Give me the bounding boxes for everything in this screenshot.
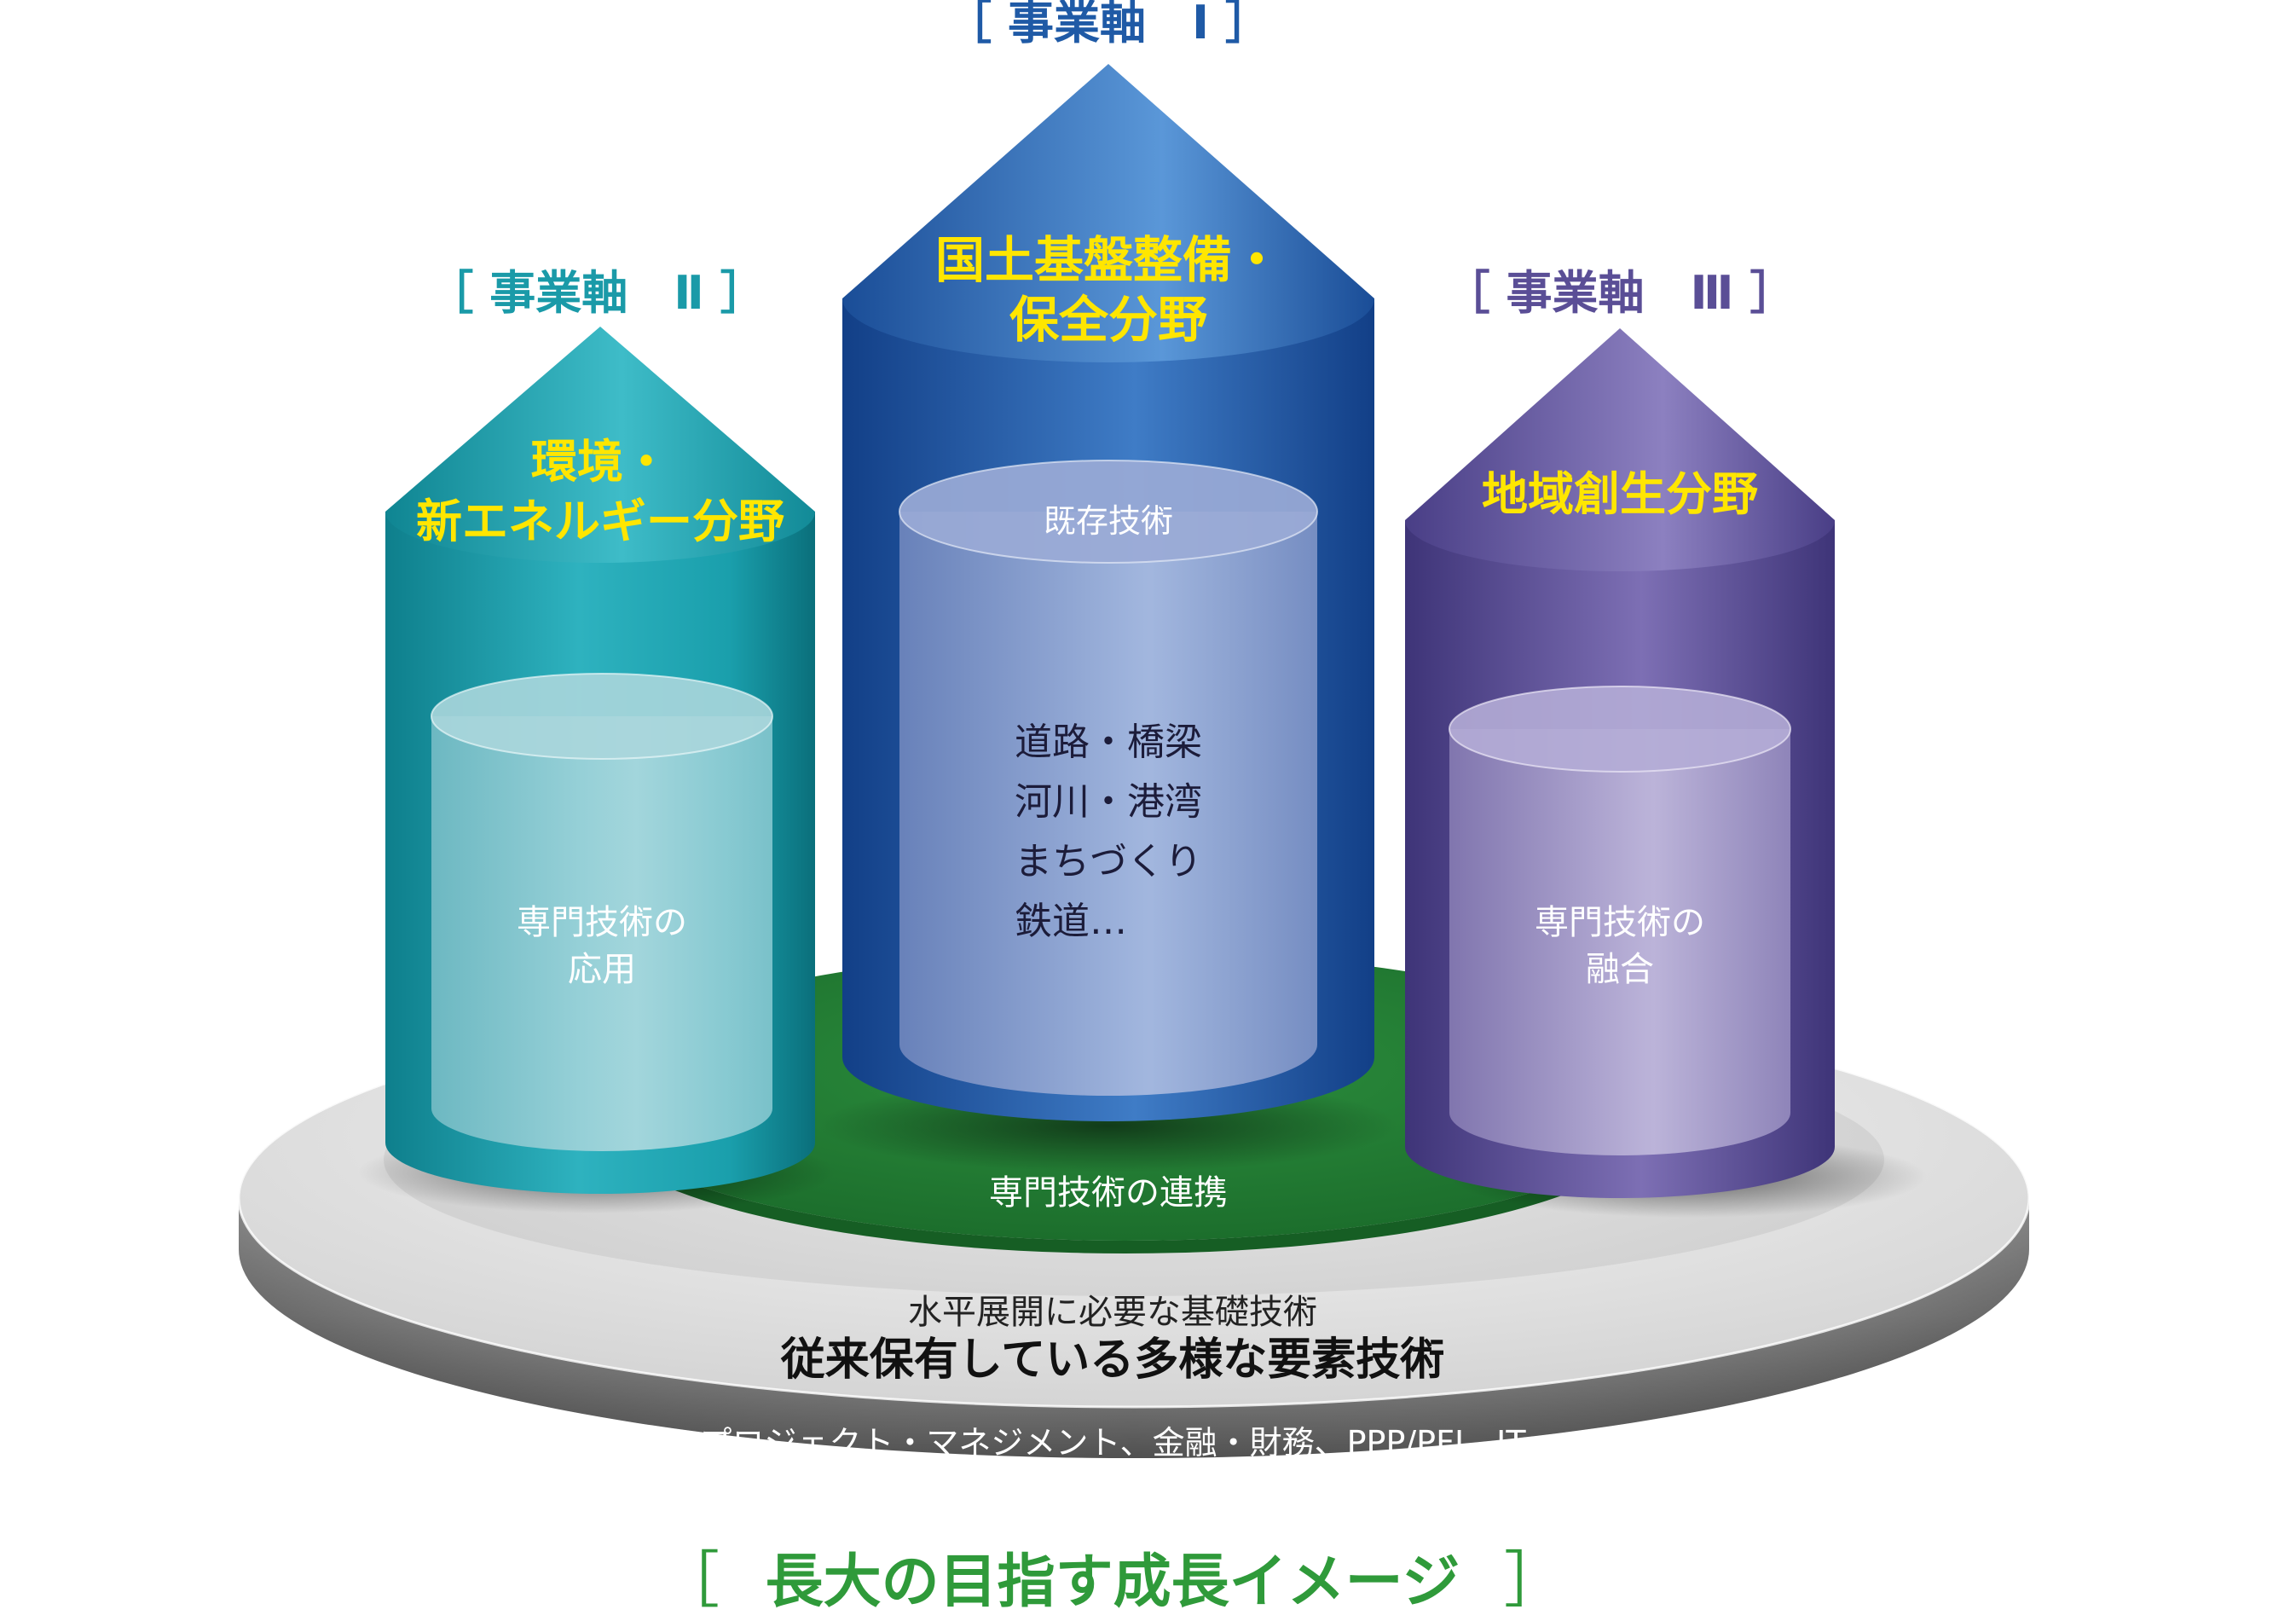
axis1-inner-item-4: 鉄道… (1015, 900, 1127, 943)
caption-bracket-open: ［ (658, 1544, 720, 1616)
axis2-cylinder (385, 327, 815, 1194)
axis2-heading: ［ 事業軸 Ⅱ ］ (427, 266, 766, 320)
axis2-inner-line2: 応用 (568, 950, 636, 989)
base-line3: プロジェクト・マネジメント、金融・財務、PPP/PFI、IT (699, 1424, 1526, 1462)
base-line1: 水平展開に必要な基礎技術 (908, 1293, 1317, 1332)
axis1-inner-item-1: 道路・橋梁 (1015, 721, 1202, 764)
caption-bracket-close: ］ (1504, 1544, 1565, 1616)
caption: ［ 長大の目指す成長イメージ ］ (658, 1544, 1565, 1616)
caption-title: 長大の目指す成長イメージ (766, 1549, 1460, 1616)
axis1-inner-cylinder (899, 460, 1318, 1096)
axis2-inner-cylinder (431, 673, 773, 1151)
axis1-inner-title: 既存技術 (1044, 502, 1173, 540)
axis3-cylinder (1405, 328, 1835, 1198)
axis3-heading: ［ 事業軸 Ⅲ ］ (1444, 266, 1796, 320)
base-line2: 従来保有している多様な要素技術 (780, 1334, 1444, 1386)
axis1-inner-item-2: 河川・港湾 (1015, 780, 1202, 824)
axis2-field-line2: 新エネルギー分野 (416, 495, 784, 548)
axis2-field-line1: 環境・ (531, 435, 669, 489)
axis1-cylinder (842, 64, 1374, 1121)
axis3-field-line1: 地域創生分野 (1482, 467, 1758, 521)
axis1-field-line2: 保全分野 (1009, 291, 1207, 349)
axis3-inner-line1: 専門技術の (1535, 903, 1705, 942)
axis1-field-line1: 国土基盤整備・ (935, 231, 1281, 289)
axis3-inner-cylinder (1449, 686, 1791, 1155)
axis3-inner-line2: 融合 (1586, 950, 1654, 989)
axis2-inner-line1: 専門技術の (517, 903, 687, 942)
green-cooperation-label: 専門技術の連携 (989, 1173, 1228, 1213)
axis1-inner-item-3: まちづくり (1015, 840, 1202, 883)
axis1-heading: ［ 事業軸 Ⅰ ］ (946, 0, 1271, 49)
